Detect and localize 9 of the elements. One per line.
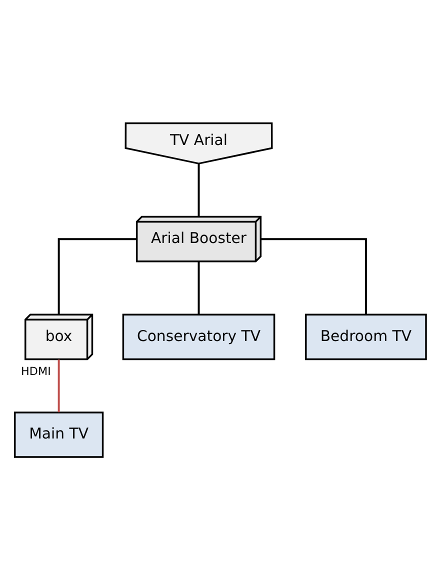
node-box: Main TV — [14, 412, 104, 458]
connector — [58, 238, 137, 314]
connector — [261, 238, 367, 314]
connector — [58, 360, 60, 412]
edge-label: HDMI — [21, 365, 51, 378]
connector — [198, 164, 200, 217]
connector — [198, 262, 200, 314]
node-box: Bedroom TV — [305, 314, 427, 360]
node-box: Conservatory TV — [122, 314, 276, 360]
